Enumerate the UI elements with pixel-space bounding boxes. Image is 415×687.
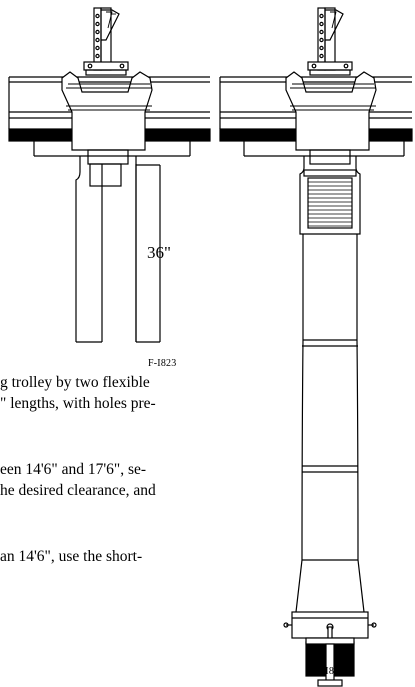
- figure-label-right: F-I824: [316, 666, 345, 677]
- right-end-fitting: [283, 611, 377, 687]
- right-hanger-bracket: [307, 7, 353, 76]
- paragraph-1-line-1: g trolley by two flexible: [0, 374, 150, 391]
- paragraph-3-line-1: an 14'6", use the short-: [0, 548, 143, 565]
- figure-label-left: F-I823: [148, 358, 177, 369]
- right-trolley-saddle: [285, 71, 377, 151]
- left-figure: [8, 7, 211, 343]
- right-threaded-coupling: [299, 149, 361, 235]
- dimension-label-36in: 36": [147, 243, 171, 262]
- paragraph-2-line-2: he desired clearance, and: [0, 482, 156, 499]
- right-figure: [219, 7, 413, 687]
- left-hanger-bracket: [83, 7, 129, 76]
- left-boom: [75, 149, 161, 343]
- paragraph-2-line-1: een 14'6" and 17'6", se-: [0, 461, 147, 478]
- right-telescoping-boom: [295, 234, 365, 613]
- paragraph-1-line-2: " lengths, with holes pre-: [0, 395, 156, 412]
- left-trolley-saddle: [61, 71, 153, 151]
